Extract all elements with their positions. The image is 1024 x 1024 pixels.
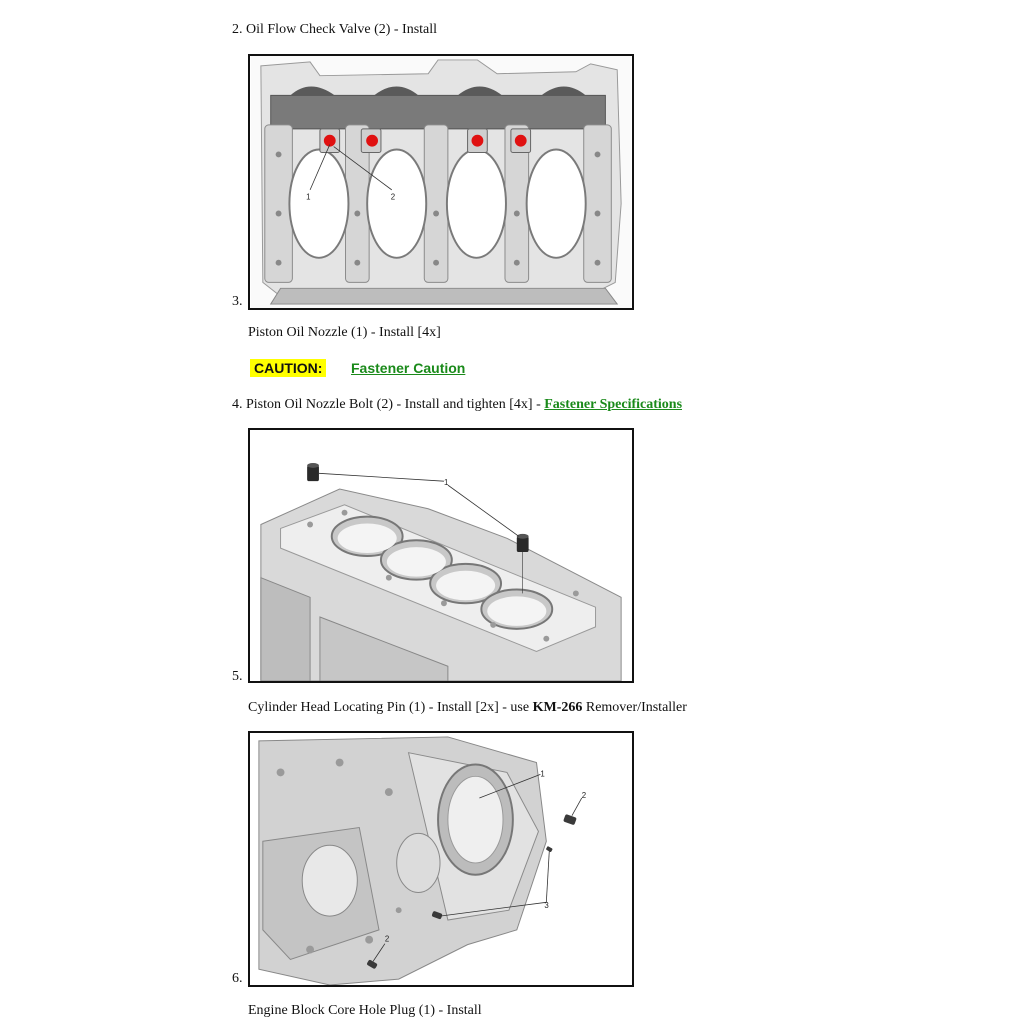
check-valve-highlights	[323, 134, 527, 147]
step-6-number: 6.	[232, 971, 243, 986]
fastener-specifications-link[interactable]: Fastener Specifications	[544, 397, 683, 412]
fastener-caution-link[interactable]: Fastener Caution	[351, 360, 466, 376]
step-2-text: Oil Flow Check Valve (2) - Install	[246, 22, 438, 37]
step-4-heading: 4. Piston Oil Nozzle Bolt (2) - Install …	[232, 396, 682, 414]
locating-pin-icons	[307, 462, 529, 553]
caution-badge: CAUTION:	[250, 359, 327, 377]
callout-2: 2	[391, 193, 395, 202]
step-5-text: Cylinder Head Locating Pin (1) - Install…	[248, 699, 687, 717]
callout-2-lower: 2	[385, 935, 389, 944]
engine-block-bottom-illustration: 1 2	[251, 56, 631, 308]
engine-block-deck-illustration: 1	[251, 430, 631, 681]
step-2-heading: 2. Oil Flow Check Valve (2) - Install	[232, 21, 437, 39]
figure-oil-nozzle-block-bottom: 1 2	[248, 54, 634, 310]
step-5-number: 5.	[232, 669, 243, 684]
step-6-text: Engine Block Core Hole Plug (1) - Instal…	[248, 1003, 482, 1018]
step-2-number: 2.	[232, 22, 243, 37]
tool-name: KM-266	[532, 700, 583, 715]
step-5-text-pre: Cylinder Head Locating Pin (1) - Install…	[248, 700, 533, 715]
step-4-text: Piston Oil Nozzle Bolt (2) - Install and…	[246, 397, 545, 412]
figure-locating-pins: 1	[248, 428, 634, 683]
step-3-text: Piston Oil Nozzle (1) - Install [4x]	[248, 325, 441, 340]
engine-block-side-illustration: 1 2 3 2	[251, 733, 631, 985]
core-plug-icons	[367, 814, 577, 969]
callout-2: 2	[582, 791, 586, 800]
step-3-number: 3.	[232, 294, 243, 309]
step-5-text-post: Remover/Installer	[582, 700, 687, 715]
callout-1: 1	[444, 478, 448, 487]
figure-core-hole-plugs: 1 2 3 2	[248, 731, 634, 987]
callout-3: 3	[544, 901, 549, 910]
step-4-number: 4.	[232, 397, 243, 412]
callout-1: 1	[540, 769, 544, 778]
callout-1: 1	[306, 193, 310, 202]
